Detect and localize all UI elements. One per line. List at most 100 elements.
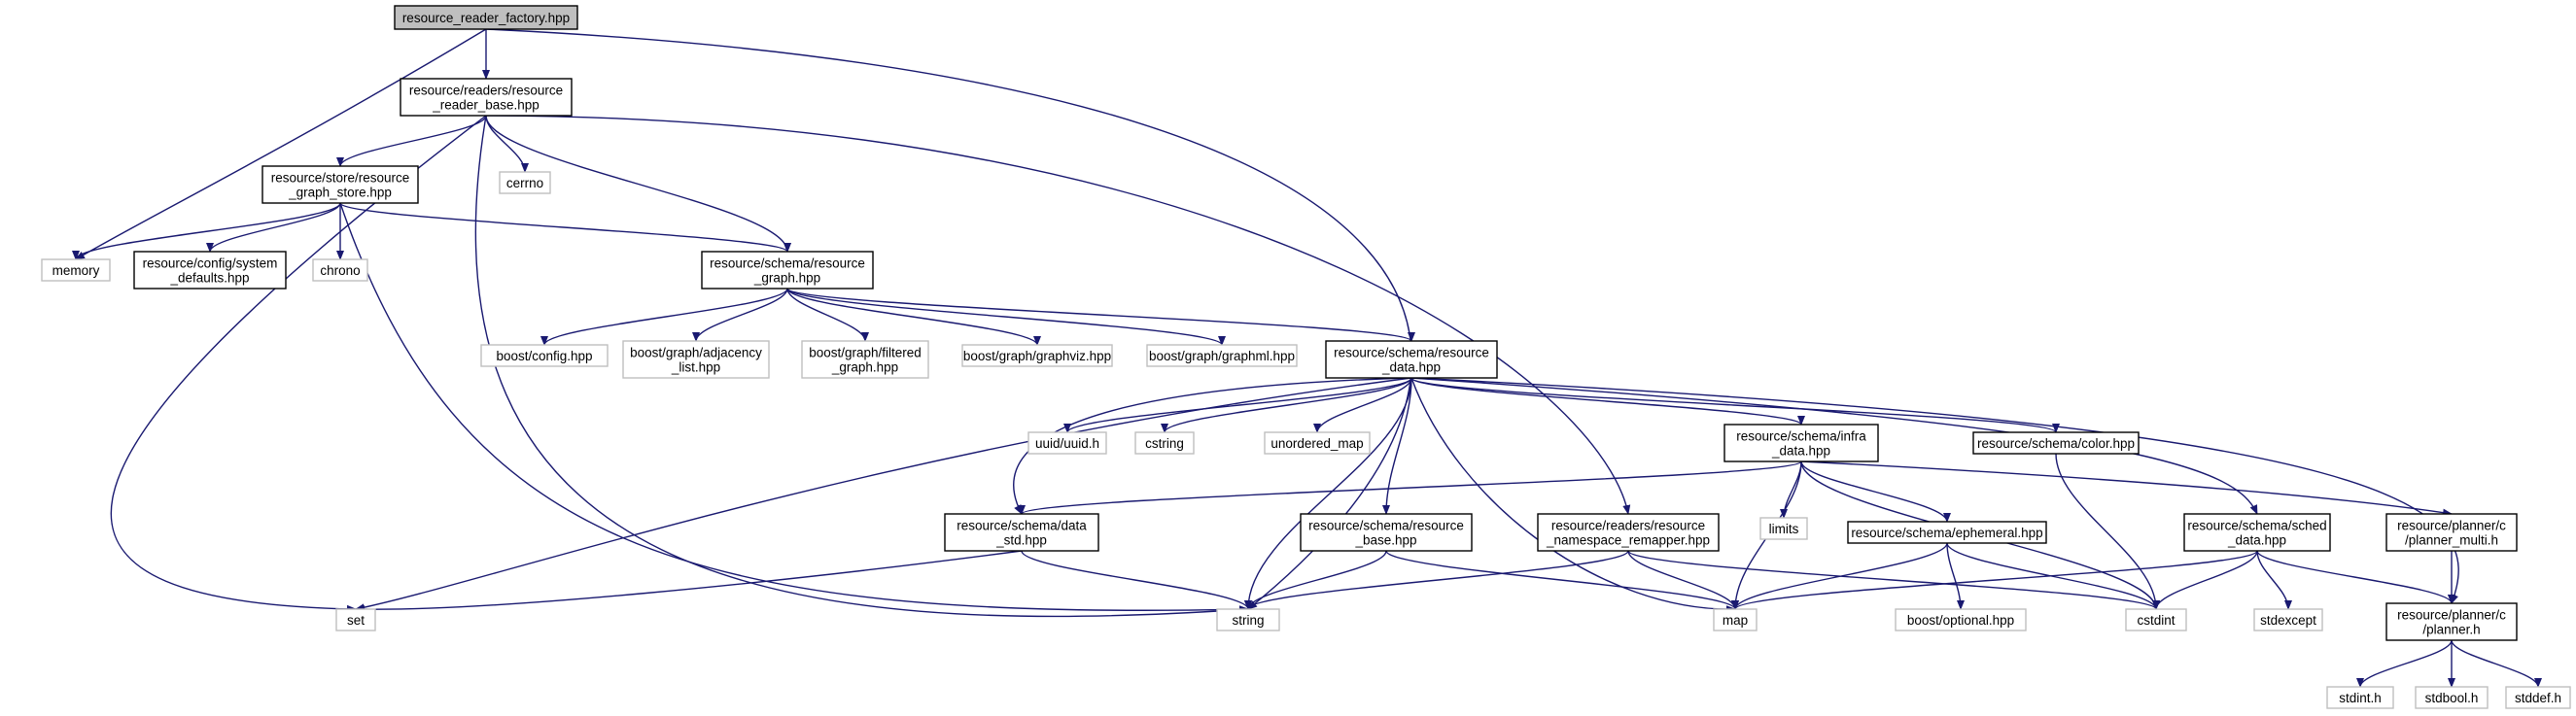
node-label: cstdint <box>2137 613 2175 628</box>
node-resource-data[interactable]: resource/schema/resource_data.hpp <box>1325 340 1498 379</box>
node-box <box>1264 431 1371 455</box>
node-box <box>2505 686 2571 709</box>
node-boost-adjacency: boost/graph/adjacency_list.hpp <box>622 340 770 379</box>
edge-resource_data-to-color <box>1410 377 2060 433</box>
node-color[interactable]: resource/schema/color.hpp <box>1972 431 2140 455</box>
node-factory[interactable]: resource_reader_factory.hpp <box>394 5 578 30</box>
edge-resource_graph-to-boost_graphviz <box>786 288 1041 346</box>
node-label: _graph.hpp <box>753 271 820 286</box>
node-label: chrono <box>320 263 360 278</box>
node-label: resource/store/resource <box>271 171 410 186</box>
node-reader-base[interactable]: resource/readers/resource_reader_base.hp… <box>400 78 573 117</box>
edge-resource_data-to-planner <box>1410 377 2459 604</box>
node-label: resource/schema/data <box>957 519 1087 533</box>
node-box <box>2385 513 2518 552</box>
edge-planner-to-stddef <box>2451 639 2542 688</box>
node-box <box>801 340 929 379</box>
edge-infra_data-to-ephemeral <box>1800 460 1951 523</box>
node-box <box>2253 608 2323 631</box>
node-label: _graph_store.hpp <box>288 186 392 200</box>
node-string: string <box>1216 608 1280 631</box>
node-box <box>1723 424 1879 462</box>
node-label: resource/schema/resource <box>1308 519 1464 533</box>
node-label: _std.hpp <box>995 533 1047 548</box>
edge-ephemeral-to-boost_optional <box>1946 542 1965 610</box>
edge-resource_data-to-uuid <box>1063 377 1412 433</box>
node-label: cstring <box>1145 436 1184 451</box>
node-infra-data[interactable]: resource/schema/infra_data.hpp <box>1723 424 1879 462</box>
edge-graph_store-to-system_defaults <box>206 202 341 253</box>
edge-ns_remapper-to-cstdint <box>1627 550 2160 610</box>
node-label: /planner.h <box>2422 623 2480 637</box>
node-box <box>41 258 111 282</box>
node-label: boost/graph/filtered <box>809 346 922 360</box>
node-label: set <box>347 613 365 628</box>
node-ns-remapper[interactable]: resource/readers/resource_namespace_rema… <box>1537 513 1720 552</box>
node-box <box>622 340 770 379</box>
edge-reader_base-to-ns_remapper <box>485 115 1631 515</box>
node-label: string <box>1232 613 1264 628</box>
edge-infra_data-to-data_std <box>1018 460 1802 515</box>
node-box <box>2183 513 2331 552</box>
edge-data_std-to-string <box>1021 550 1252 610</box>
node-label: _graph.hpp <box>831 360 898 375</box>
edge-infra_data-to-limits <box>1780 460 1802 519</box>
edge-sched_data-to-cstdint <box>2152 550 2258 610</box>
node-label: stdint.h <box>2339 691 2382 705</box>
node-box <box>1216 608 1280 631</box>
node-box <box>2415 686 2489 709</box>
edge-resource_data-to-unordered_map <box>1313 377 1412 433</box>
node-graph-store[interactable]: resource/store/resource_graph_store.hpp <box>261 165 419 204</box>
edge-graph_store-to-resource_graph <box>339 202 791 253</box>
edge-graph_store-to-memory <box>72 202 341 260</box>
edge-factory-to-memory <box>75 28 487 260</box>
edge-resource_data-to-data_std <box>1013 377 1412 515</box>
edges-layer <box>72 28 2542 688</box>
node-cstring: cstring <box>1134 431 1195 455</box>
node-box <box>400 78 573 117</box>
node-schema-resource-base[interactable]: resource/schema/resource_base.hpp <box>1300 513 1473 552</box>
node-box <box>701 251 874 290</box>
node-box <box>394 5 578 30</box>
node-stddef: stddef.h <box>2505 686 2571 709</box>
edge-schema_resource_base-to-string <box>1244 550 1387 610</box>
node-ephemeral[interactable]: resource/schema/ephemeral.hpp <box>1847 521 2047 544</box>
node-system-defaults[interactable]: resource/config/system_defaults.hpp <box>133 251 287 290</box>
node-planner-multi[interactable]: resource/planner/c/planner_multi.h <box>2385 513 2518 552</box>
node-stdbool: stdbool.h <box>2415 686 2489 709</box>
edge-graph_store-to-string <box>339 202 1249 614</box>
node-label: resource_reader_factory.hpp <box>402 11 570 25</box>
node-label: resource/schema/color.hpp <box>1977 436 2135 451</box>
node-box <box>961 344 1113 367</box>
node-label: limits <box>1769 522 1799 536</box>
node-label: stdexcept <box>2260 613 2316 628</box>
node-box <box>335 608 376 631</box>
node-label: memory <box>52 263 100 278</box>
node-planner[interactable]: resource/planner/c/planner.h <box>2385 602 2518 641</box>
node-label: _namespace_remapper.hpp <box>1546 533 1710 548</box>
node-label: resource/schema/infra <box>1736 429 1866 444</box>
node-box <box>1759 517 1808 540</box>
node-memory: memory <box>41 258 111 282</box>
node-data-std[interactable]: resource/schema/data_std.hpp <box>944 513 1099 552</box>
edge-sched_data-to-planner <box>2256 550 2455 604</box>
node-label: _base.hpp <box>1354 533 1416 548</box>
node-label: resource/planner/c <box>2397 608 2506 623</box>
edge-resource_data-to-set <box>355 377 1412 612</box>
edge-resource_graph-to-boost_graphml <box>786 288 1226 346</box>
node-label: /planner_multi.h <box>2405 533 2498 548</box>
node-box <box>312 258 368 282</box>
edge-resource_data-to-cstring <box>1161 377 1412 433</box>
node-box <box>133 251 287 290</box>
node-label: cerrno <box>506 176 543 190</box>
node-sched-data[interactable]: resource/schema/sched_data.hpp <box>2183 513 2331 552</box>
edge-sched_data-to-map <box>1731 550 2258 610</box>
edge-resource_graph-to-boost_filtered <box>786 288 869 342</box>
node-resource-graph[interactable]: resource/schema/resource_graph.hpp <box>701 251 874 290</box>
node-chrono: chrono <box>312 258 368 282</box>
edge-resource_graph-to-resource_data <box>786 288 1415 342</box>
node-box <box>1713 608 1758 631</box>
node-boost-filtered: boost/graph/filtered_graph.hpp <box>801 340 929 379</box>
node-label: uuid/uuid.h <box>1035 436 1099 451</box>
